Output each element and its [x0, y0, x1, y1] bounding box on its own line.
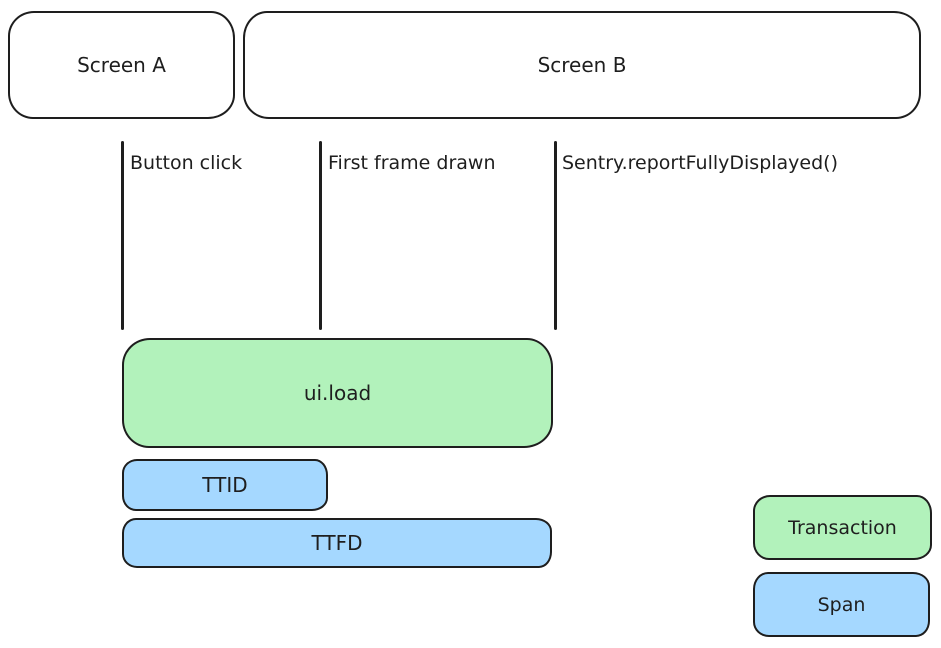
button-click-label: Button click — [130, 152, 243, 174]
legend-span-label: Span — [817, 593, 866, 616]
legend-span-box: Span — [753, 572, 930, 637]
report-fully-displayed-marker-line — [554, 141, 557, 330]
screen-b-box: Screen B — [243, 11, 921, 119]
first-frame-drawn-label: First frame drawn — [328, 152, 496, 174]
screen-a-box: Screen A — [8, 11, 235, 119]
legend-transaction-label: Transaction — [788, 516, 897, 539]
ui-load-transaction-bar: ui.load — [122, 338, 553, 448]
ui-load-label: ui.load — [303, 381, 372, 405]
ttid-span-bar: TTID — [122, 459, 328, 511]
screen-b-label: Screen B — [537, 53, 627, 77]
screen-a-label: Screen A — [77, 53, 166, 77]
ttid-label: TTID — [202, 473, 248, 497]
ttfd-label: TTFD — [311, 531, 363, 555]
report-fully-displayed-label: Sentry.reportFullyDisplayed() — [562, 152, 839, 174]
ttfd-span-bar: TTFD — [122, 518, 552, 568]
button-click-marker-line — [121, 141, 124, 330]
first-frame-drawn-marker-line — [319, 141, 322, 330]
legend-transaction-box: Transaction — [753, 495, 932, 560]
